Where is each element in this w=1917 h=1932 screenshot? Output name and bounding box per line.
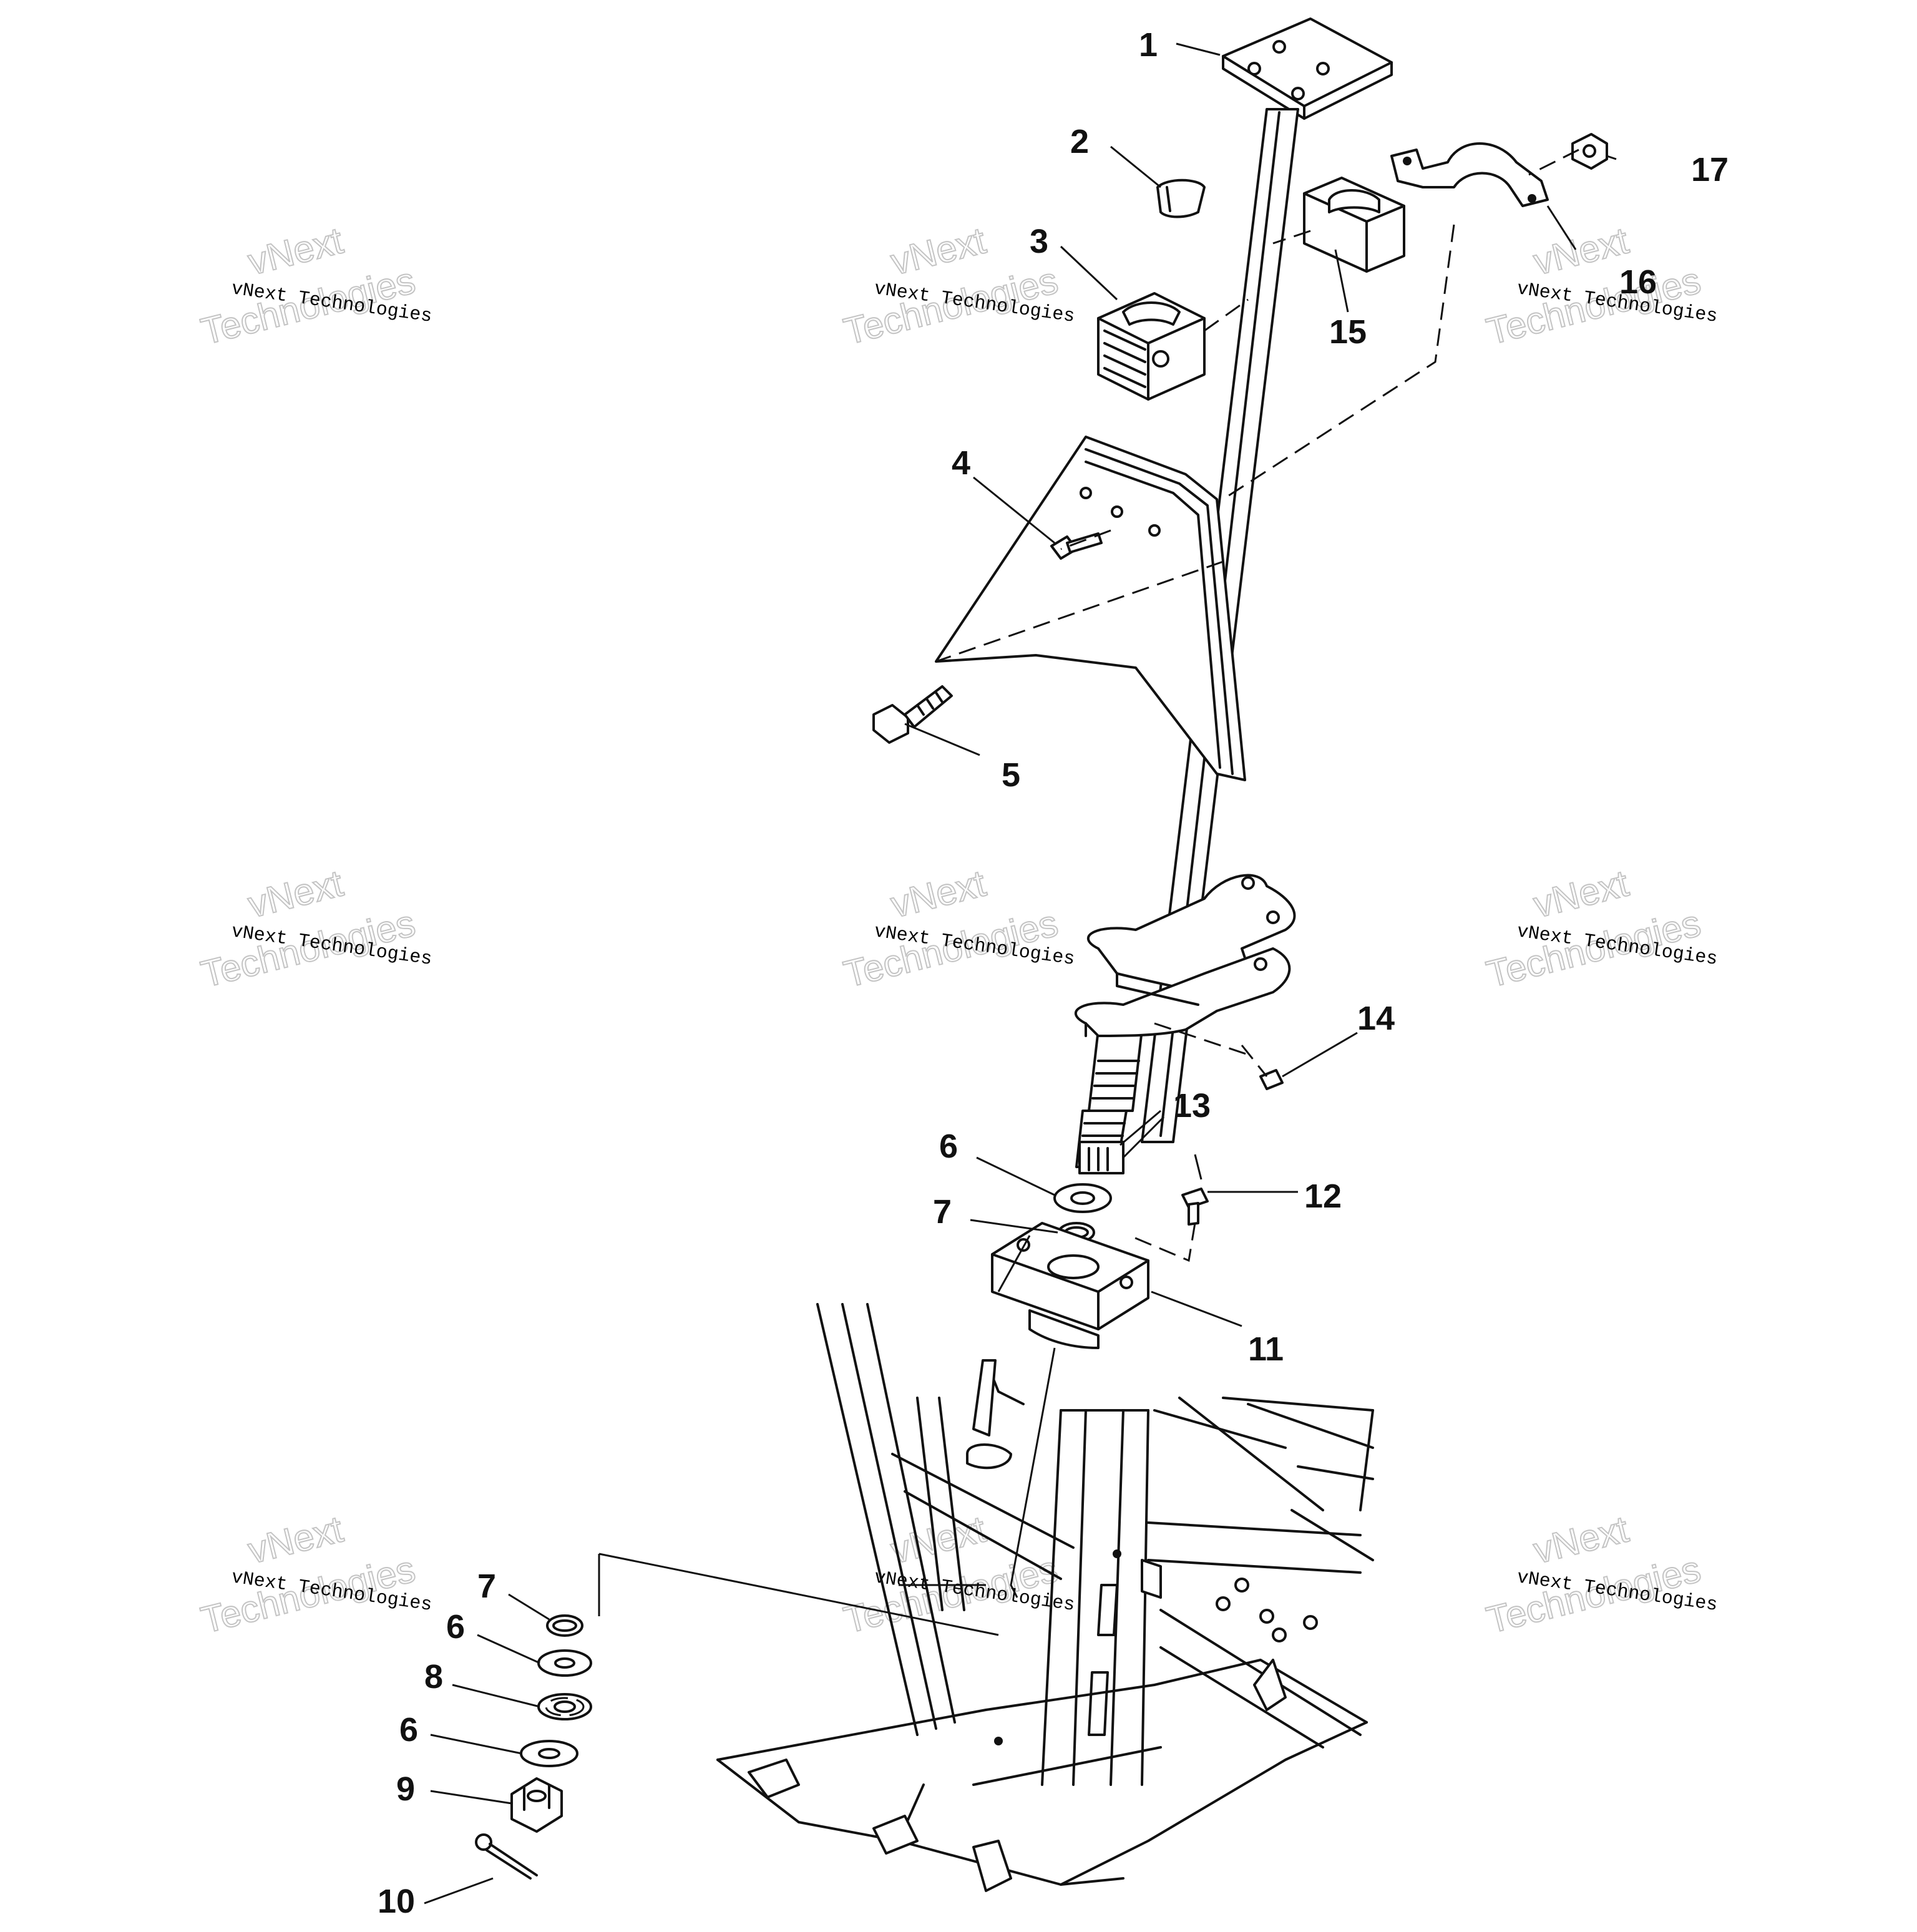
- callout-7: 7: [477, 1568, 496, 1605]
- watermark-group: vNext Technologies vNext Technologies vN…: [197, 218, 1719, 1642]
- callout-12: 12: [1304, 1178, 1342, 1215]
- rubber-block: [1097, 292, 1206, 401]
- svg-text:vNext: vNext: [1529, 1508, 1632, 1571]
- callout-5: 5: [1002, 756, 1020, 794]
- watermark: vNext Technologies vNext Technologies: [197, 1507, 434, 1642]
- bearing-block: [991, 1222, 1149, 1349]
- svg-text:vNext: vNext: [1529, 219, 1632, 283]
- callout-7: 7: [933, 1193, 952, 1231]
- callout-3: 3: [1030, 223, 1048, 260]
- callout-labels: 1 2 3 4 5 6 7 11 12 13 14 15 16 17 7 6 8…: [378, 26, 1729, 1920]
- callout-6: 6: [939, 1128, 958, 1165]
- callout-8: 8: [424, 1658, 443, 1695]
- castle-nut-part: [510, 1777, 563, 1833]
- svg-text:vNext: vNext: [244, 219, 347, 283]
- svg-text:vNext: vNext: [887, 1508, 990, 1571]
- callout-15: 15: [1329, 313, 1367, 351]
- u-clamp: [1390, 142, 1549, 207]
- callout-17: 17: [1691, 151, 1729, 188]
- bushing-part: [1156, 178, 1206, 218]
- leader-lines: [424, 42, 1617, 1905]
- assembly-lines: [598, 149, 1579, 1636]
- cotter-pin-part: [475, 1833, 538, 1880]
- callout-2: 2: [1070, 123, 1089, 160]
- chassis-frame: [716, 1303, 1374, 1892]
- watermark: vNext Technologies vNext Technologies: [839, 1507, 1076, 1642]
- watermark: vNext Technologies vNext Technologies: [1482, 861, 1719, 996]
- callout-6: 6: [446, 1608, 465, 1646]
- callout-14: 14: [1357, 1000, 1395, 1037]
- svg-text:vNext: vNext: [887, 862, 990, 925]
- svg-text:vNext: vNext: [244, 862, 347, 925]
- callout-11: 11: [1248, 1330, 1284, 1368]
- svg-text:vNext: vNext: [887, 219, 990, 283]
- saddle-block: [1303, 177, 1405, 273]
- callout-1: 1: [1139, 26, 1158, 64]
- pin-part: [1181, 1188, 1209, 1209]
- column-mount-bracket: [1075, 874, 1296, 1037]
- callout-10: 10: [378, 1883, 415, 1920]
- coupler-part: [1078, 1141, 1124, 1174]
- bolt-part: [872, 704, 909, 744]
- steering-plate: [1222, 17, 1393, 107]
- watermark: vNext Technologies vNext Technologies: [1482, 1507, 1719, 1642]
- callout-4: 4: [952, 444, 970, 482]
- svg-text:vNext: vNext: [244, 1508, 347, 1571]
- callout-13: 13: [1173, 1087, 1211, 1125]
- callout-16: 16: [1619, 263, 1657, 301]
- svg-text:vNext: vNext: [1529, 862, 1632, 925]
- watermark: vNext Technologies vNext Technologies: [1482, 218, 1719, 353]
- watermark: vNext Technologies vNext Technologies: [839, 861, 1076, 996]
- watermark: vNext Technologies vNext Technologies: [197, 861, 434, 996]
- callout-9: 9: [396, 1770, 415, 1808]
- watermark: vNext Technologies vNext Technologies: [197, 218, 434, 353]
- callout-6: 6: [399, 1711, 418, 1749]
